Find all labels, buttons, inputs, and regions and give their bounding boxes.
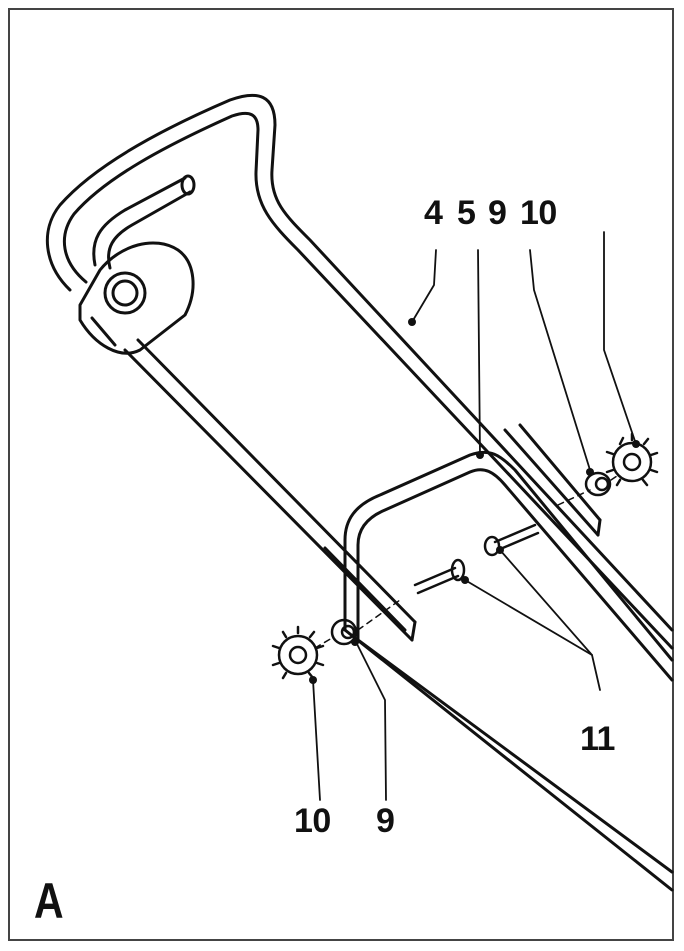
callout-4: 4	[424, 194, 443, 232]
washer-right	[584, 471, 612, 497]
callout-11: 11	[580, 720, 615, 758]
control-box	[78, 241, 195, 355]
bolt-left	[413, 558, 466, 595]
callout-9-top: 9	[488, 194, 507, 232]
knob-right	[605, 432, 659, 487]
upper-handle	[45, 93, 674, 650]
bolt-right	[483, 523, 540, 557]
cable-lever	[92, 174, 196, 270]
leader-dots	[309, 318, 640, 684]
lower-handle	[323, 423, 674, 892]
figure-label: A	[34, 873, 64, 929]
callout-10-bottom: 10	[294, 802, 331, 840]
callout-5: 5	[457, 194, 476, 232]
washer-left	[330, 618, 358, 646]
knob-left	[271, 625, 325, 680]
assembly-axis-lines	[314, 473, 621, 649]
callout-10-top: 10	[520, 194, 557, 232]
leader-lines	[312, 231, 637, 801]
callout-9-bottom: 9	[376, 802, 395, 840]
